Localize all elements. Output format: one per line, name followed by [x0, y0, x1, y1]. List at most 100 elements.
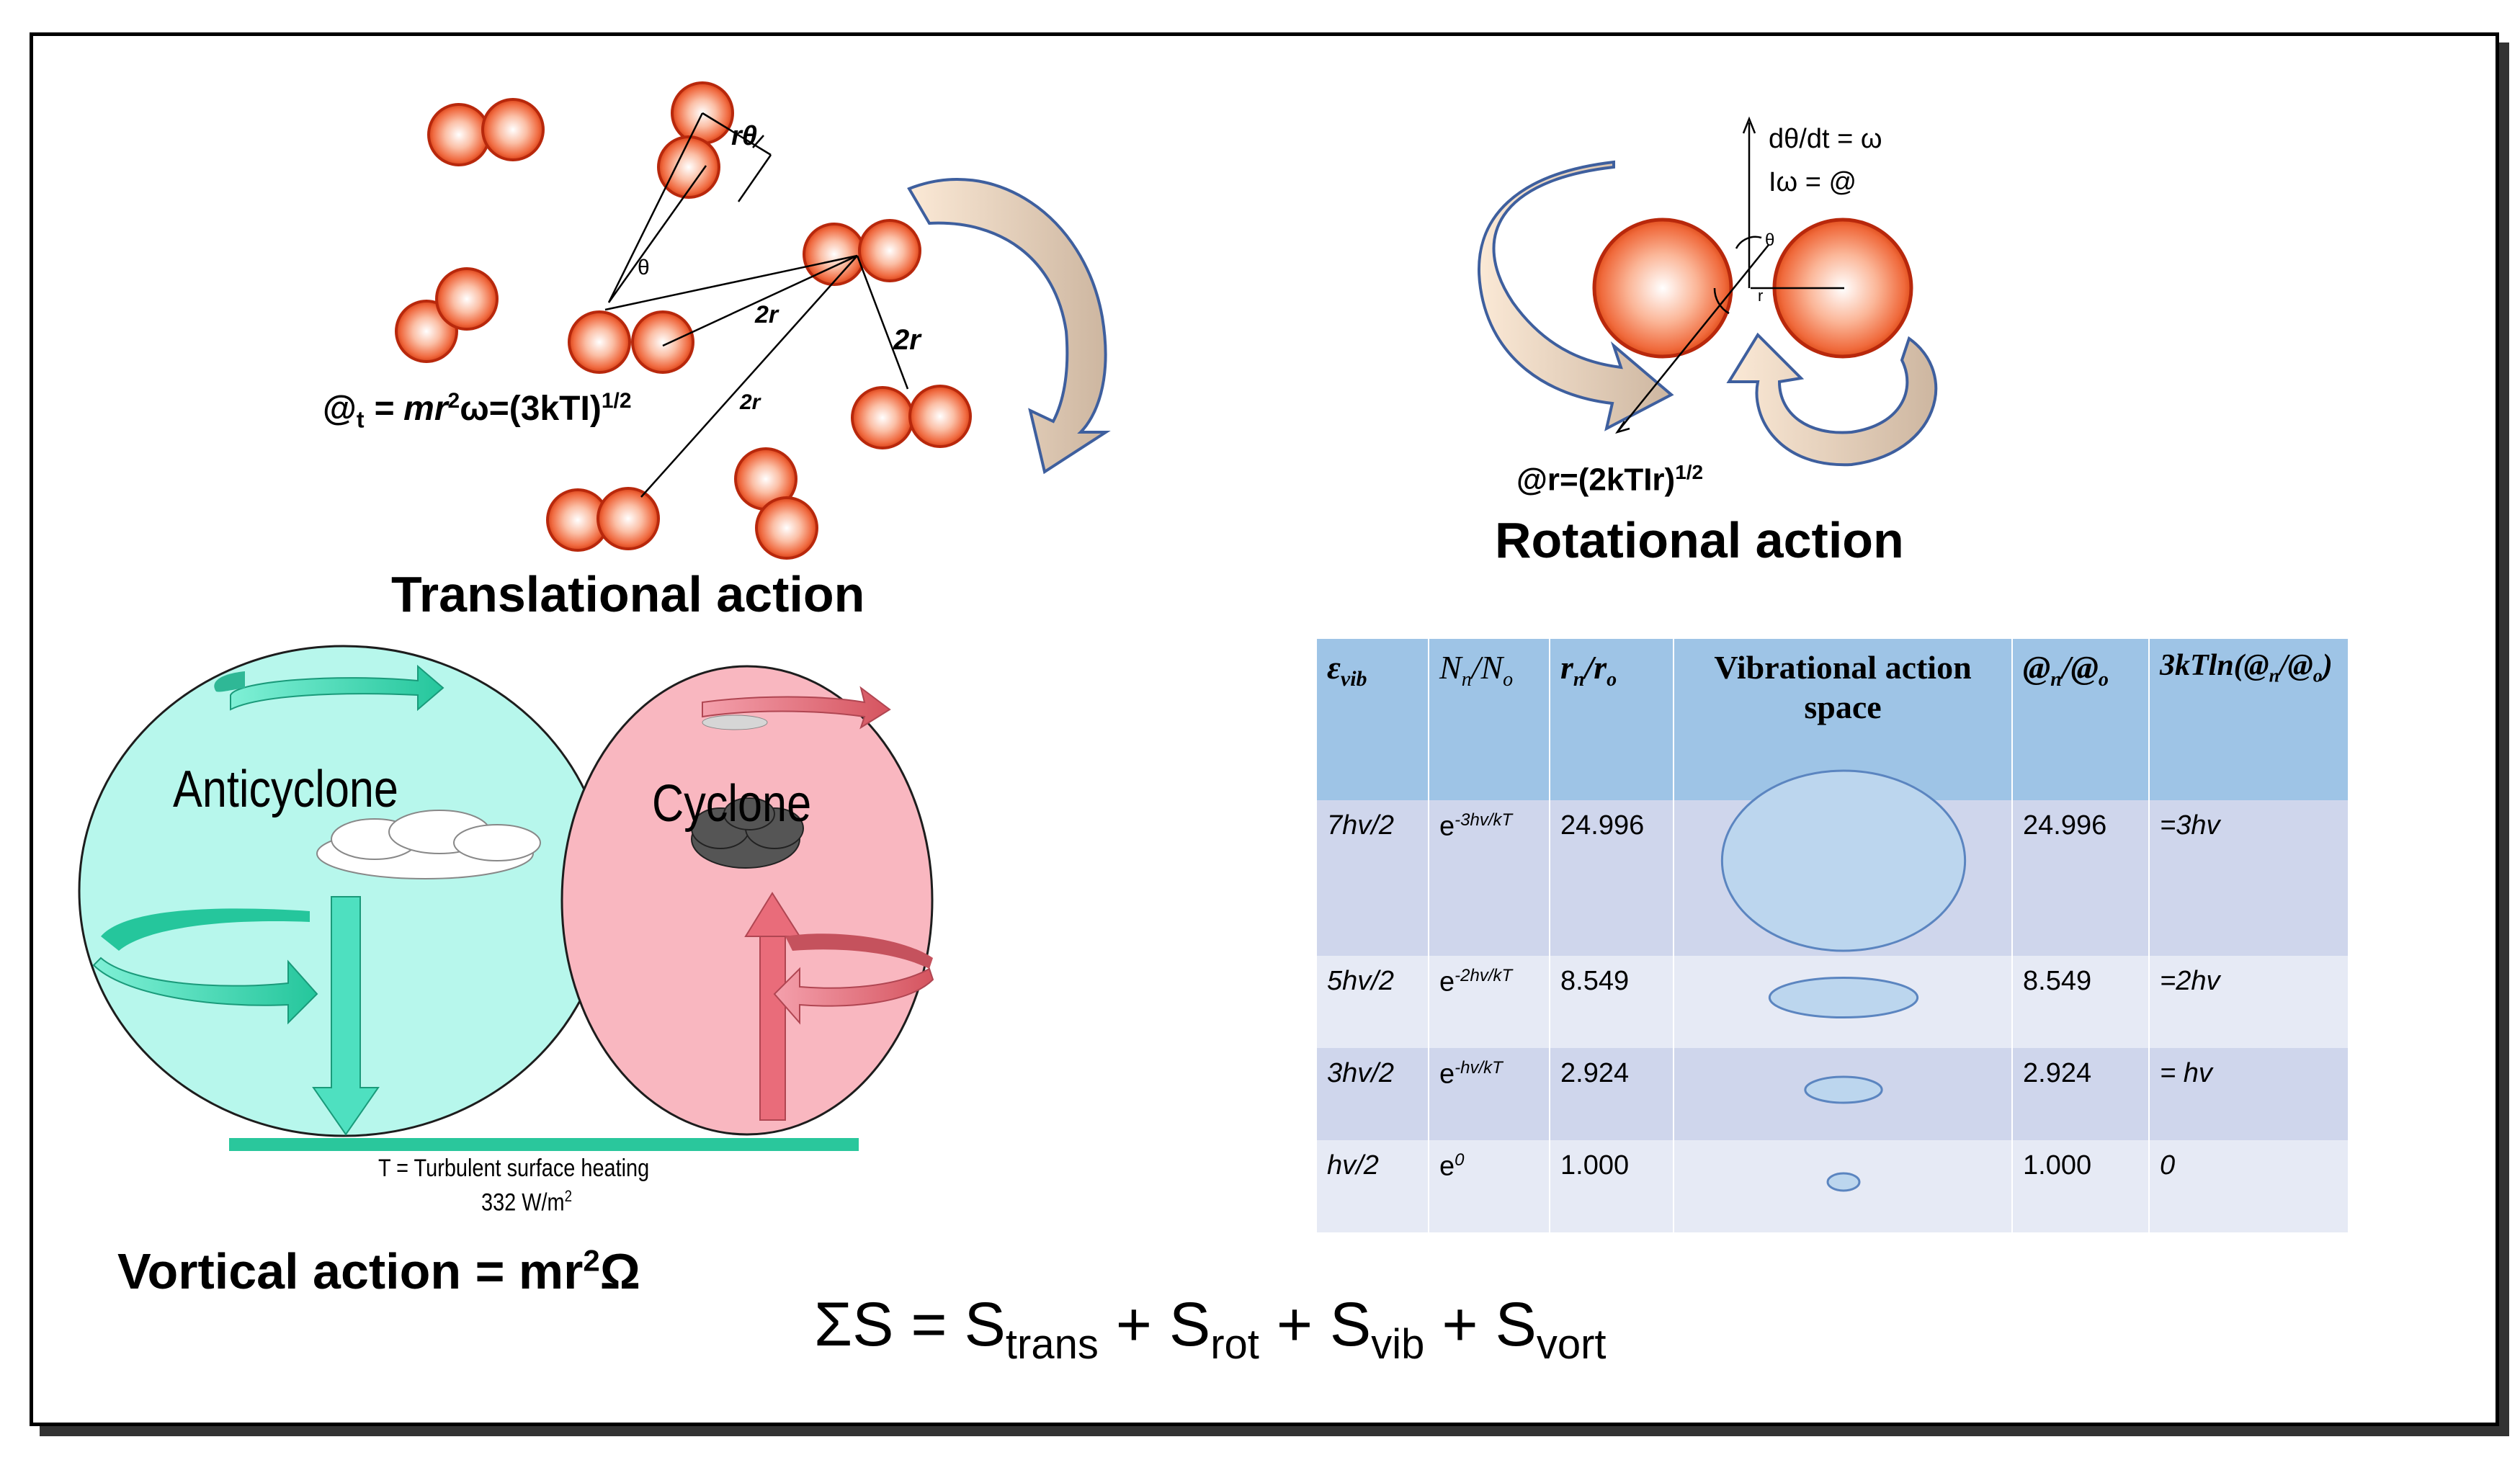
vortical-diagram	[78, 645, 934, 1151]
vibrational-table: εvib Nn/No rn/ro Vibrational action spac…	[1317, 639, 2349, 1232]
radius-value: 24.996	[1560, 810, 1645, 841]
header-radius-ratio: rn/ro	[1550, 639, 1674, 800]
molecule-pair	[657, 81, 734, 199]
radius-cell: 8.549	[1550, 956, 1674, 1048]
ratio-exponent: -2hv/kT	[1455, 966, 1513, 985]
translational-formula: @t = mr2ω=(3kTI)1/2	[323, 389, 632, 433]
header-population-ratio: Nn/No	[1429, 639, 1550, 800]
ratio-base: e	[1439, 811, 1455, 842]
anticyclone-down-arrow	[312, 896, 380, 1136]
action-ratio-cell: 1.000	[2012, 1140, 2150, 1232]
cyclone-label: Cyclone	[652, 775, 812, 833]
vortical-title: Vortical action = mr2Ω	[117, 1243, 640, 1299]
cyclone-top-arrow	[702, 686, 891, 730]
energy-cell: hv/2	[1317, 1140, 1429, 1232]
population-cell: e-3hv/kT	[1429, 800, 1550, 956]
radius-value: 1.000	[1560, 1150, 1630, 1181]
rotational-diagram	[1478, 116, 1938, 467]
ratio-exponent: 0	[1455, 1150, 1465, 1170]
radius-cell: 24.996	[1550, 800, 1674, 956]
rotation-arrow-right	[1726, 332, 1938, 467]
action-energy-cell: = hv	[2149, 1048, 2349, 1140]
ground-bar	[229, 1138, 859, 1151]
action-energy-value: =2hv	[2160, 966, 2220, 996]
action-ratio-cell: 2.924	[2012, 1048, 2150, 1140]
energy-cell: 3hv/2	[1317, 1048, 1429, 1140]
molecule-pair	[546, 487, 660, 552]
action-energy-cell: =2hv	[2149, 956, 2349, 1048]
cyclone-cloud	[691, 797, 804, 869]
rotational-momentum-label: Iω = @	[1769, 167, 1857, 197]
rotational-theta-label: θ	[1765, 230, 1775, 250]
action-space-ellipse-canvas	[1826, 1172, 1861, 1192]
radius-cell: 1.000	[1550, 1140, 1674, 1232]
population-cell: e-2hv/kT	[1429, 956, 1550, 1048]
header-action-energy: 3kTln(@n/@o)	[2149, 639, 2349, 800]
energy-value: 7hv/2	[1327, 810, 1394, 841]
ratio-base: e	[1439, 1151, 1455, 1182]
anticyclone-cloud	[316, 810, 541, 879]
anticyclone-side-arrow	[92, 957, 318, 1025]
translational-diagram	[395, 81, 972, 560]
theta-label: θ	[638, 256, 650, 279]
population-cell: e0	[1429, 1140, 1550, 1232]
action-space-ellipse	[1720, 769, 1967, 952]
radius-value: 2.924	[1560, 1058, 1630, 1088]
cyclone-sphere	[560, 665, 934, 1136]
rotational-formula: @r=(2kTIr)1/2	[1516, 461, 1704, 498]
molecule-pair	[427, 98, 545, 166]
energy-cell: 7hv/2	[1317, 800, 1429, 956]
header-energy: εvib	[1317, 639, 1429, 800]
rotational-title: Rotational action	[1495, 512, 1904, 568]
distance-lines	[604, 112, 909, 498]
cyclone-up-arrow	[744, 892, 801, 937]
molecule-pair	[395, 267, 499, 363]
translational-title: Translational action	[391, 566, 865, 622]
rotational-rate-label: dθ/dt = ω	[1769, 124, 1882, 154]
population-cell: e-hv/kT	[1429, 1048, 1550, 1140]
action-ratio-value: 2.924	[2023, 1058, 2092, 1088]
radius-cell: 2.924	[1550, 1048, 1674, 1140]
molecule-pair	[851, 385, 972, 449]
action-space-ellipse-canvas	[1804, 1075, 1883, 1104]
action-ratio-value: 8.549	[2023, 966, 2092, 996]
rotational-r-label: r	[1758, 287, 1764, 305]
ratio-exponent: -3hv/kT	[1455, 810, 1513, 830]
header-action-ratio: @n/@o	[2012, 639, 2150, 800]
action-ratio-cell: 24.996	[2012, 800, 2150, 956]
rtheta-label: rθ	[731, 121, 757, 151]
translational-curved-arrow	[907, 177, 1111, 475]
action-space-ellipse	[1826, 1172, 1861, 1192]
molecule-pair	[803, 219, 921, 286]
action-energy-cell: 0	[2149, 1140, 2349, 1232]
table-row: 5hv/2 e-2hv/kT 8.549 8.549 =2hv	[1317, 956, 2349, 1048]
action-space-ellipse	[1804, 1075, 1883, 1104]
action-space-cell	[1674, 769, 2013, 956]
molecule-pair	[568, 310, 694, 374]
ratio-exponent: -hv/kT	[1455, 1058, 1503, 1078]
surface-flux-label: 332 W/m2	[481, 1187, 573, 1217]
two-r-label: 2r	[893, 324, 921, 356]
energy-value: 5hv/2	[1327, 966, 1394, 996]
ratio-base: e	[1439, 967, 1455, 998]
action-space-cell	[1674, 1048, 2013, 1140]
action-space-ellipse-canvas	[1768, 977, 1919, 1018]
rotation-arrow-left	[1478, 160, 1674, 431]
radius-value: 8.549	[1560, 966, 1630, 996]
action-space-cell	[1674, 956, 2013, 1048]
ratio-base: e	[1439, 1059, 1455, 1090]
action-space-ellipse-canvas	[1720, 769, 1967, 952]
action-ratio-cell: 8.549	[2012, 956, 2150, 1048]
molecule-left	[1592, 218, 1733, 359]
surface-heating-label: T = Turbulent surface heating	[378, 1155, 650, 1182]
entropy-equation: ΣS = Strans + Srot + Svib + Svort	[814, 1290, 1607, 1369]
cyclone-side-arrow	[773, 967, 934, 1025]
two-r-label: 2r	[740, 390, 761, 414]
action-space-ellipse	[1768, 977, 1919, 1018]
action-energy-value: 0	[2160, 1150, 2176, 1181]
action-energy-value: =3hv	[2160, 810, 2220, 841]
energy-value: 3hv/2	[1327, 1058, 1394, 1088]
two-r-label: 2r	[755, 301, 779, 328]
